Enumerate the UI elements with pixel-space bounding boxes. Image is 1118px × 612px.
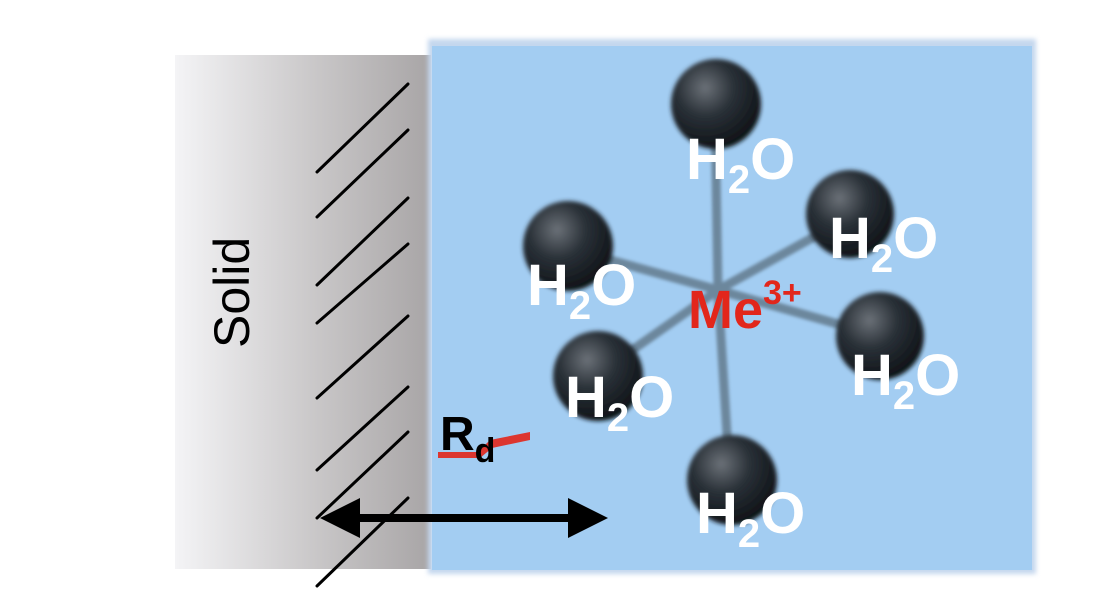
distance-label-shadow [438, 432, 530, 458]
arrow-head-left [320, 498, 360, 538]
solid-label: Solid [204, 237, 260, 348]
water-sphere-top [671, 59, 761, 149]
distance-label-text: Rd [440, 408, 495, 470]
water-label-bottom: H2O [696, 481, 805, 556]
water-sphere-lower-right [836, 292, 924, 380]
water-sphere-bottom [687, 435, 777, 525]
water-label-top: H2O [686, 127, 795, 202]
water-sphere-upper-right [806, 170, 894, 258]
distance-arrow [320, 498, 608, 538]
metal-ion-label: Me3+ [688, 274, 802, 340]
water-label-lower-right: H2O [851, 343, 960, 418]
water-label-lower-left: H2O [565, 365, 674, 440]
water-sphere-upper-left [523, 201, 613, 291]
water-sphere-lower-left [553, 331, 643, 421]
solid-block [175, 55, 431, 569]
arrow-head-right [568, 498, 608, 538]
surface-hatching [315, 82, 410, 588]
distance-label: Rd [438, 408, 530, 470]
water-label-upper-right: H2O [829, 206, 938, 281]
water-molecules [523, 59, 924, 525]
water-label-upper-left: H2O [527, 253, 636, 328]
